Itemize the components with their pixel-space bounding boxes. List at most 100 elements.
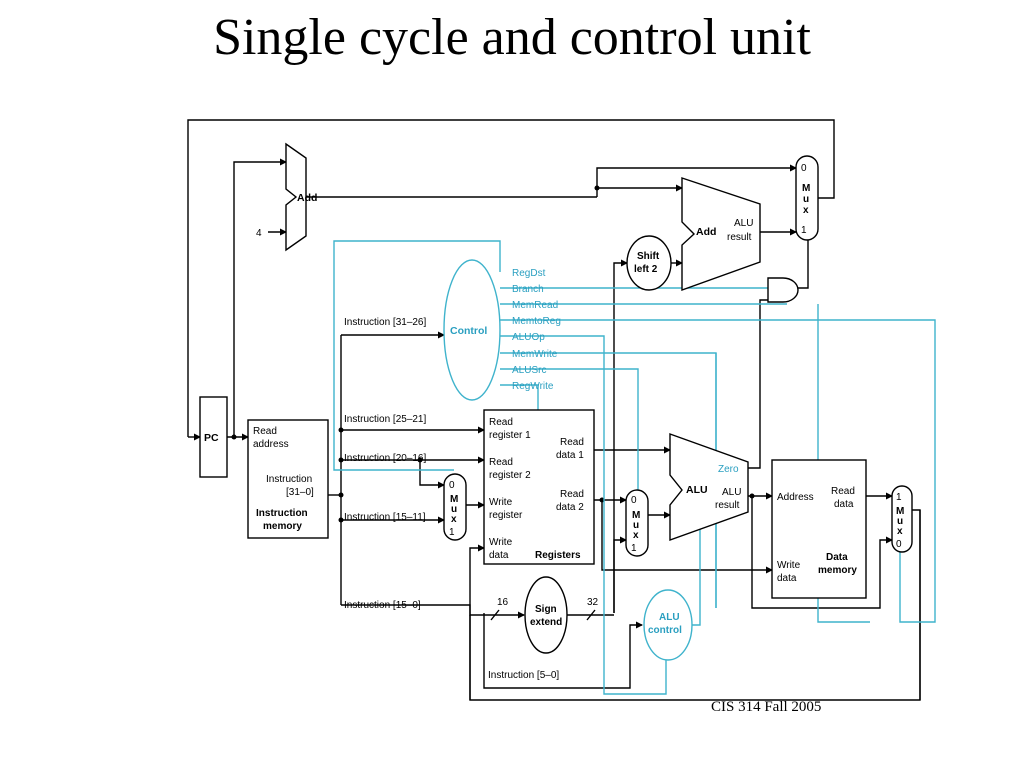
mux-alusrc: 0 M u x 1 <box>625 489 649 557</box>
signal-memwrite: MemWrite <box>512 349 558 360</box>
svg-text:M: M <box>802 183 810 194</box>
svg-text:address: address <box>253 439 289 450</box>
svg-text:register: register <box>489 510 523 521</box>
svg-text:1: 1 <box>801 225 807 236</box>
svg-text:0: 0 <box>896 539 902 550</box>
signal-aluop: ALUOp <box>512 332 545 343</box>
svg-text:u: u <box>897 516 903 527</box>
signal-regwrite: RegWrite <box>512 381 554 392</box>
svg-text:u: u <box>803 194 809 205</box>
svg-text:M: M <box>896 506 904 517</box>
svg-text:memory: memory <box>818 565 857 576</box>
alu-zero-label: Zero <box>718 464 739 475</box>
const-four: 4 <box>256 228 262 239</box>
adder-branch-result-2: result <box>727 232 752 243</box>
svg-text:0: 0 <box>449 480 455 491</box>
field-31-26: Instruction [31–26] <box>344 317 426 328</box>
svg-text:extend: extend <box>530 617 562 628</box>
svg-text:x: x <box>451 514 457 525</box>
mux-pc: 0 M u x 1 <box>795 155 819 241</box>
svg-text:x: x <box>633 530 639 541</box>
and-gate <box>767 277 799 303</box>
svg-text:0: 0 <box>631 495 637 506</box>
data-memory: Address Read data Write data Data memory <box>771 459 867 599</box>
svg-text:PC: PC <box>204 432 219 444</box>
svg-text:Write: Write <box>777 560 801 571</box>
svg-text:control: control <box>648 625 682 636</box>
field-15-11: Instruction [15–11] <box>344 512 426 523</box>
control-wires <box>333 240 936 695</box>
svg-text:M: M <box>450 494 458 505</box>
svg-text:Read: Read <box>831 486 855 497</box>
svg-text:Sign: Sign <box>535 604 557 615</box>
svg-text:Read: Read <box>253 426 277 437</box>
datapath-wires <box>187 119 921 701</box>
adder-branch: Add ALU result <box>681 177 761 291</box>
svg-text:M: M <box>632 510 640 521</box>
svg-text:left 2: left 2 <box>634 264 658 275</box>
svg-text:0: 0 <box>801 163 807 174</box>
signal-regdst: RegDst <box>512 268 546 279</box>
svg-text:1: 1 <box>449 527 455 538</box>
svg-text:data: data <box>834 499 854 510</box>
shift-left-2: Shift left 2 <box>626 235 672 291</box>
field-15-0: Instruction [15–0] <box>344 600 421 611</box>
svg-text:Read: Read <box>489 457 513 468</box>
adder-branch-result-1: ALU <box>734 218 753 229</box>
svg-text:result: result <box>715 500 740 511</box>
svg-text:Read: Read <box>489 417 513 428</box>
svg-text:Read: Read <box>560 437 584 448</box>
sign-extend-out-width: 32 <box>587 597 599 608</box>
instruction-memory: Read address Instruction [31–0] Instruct… <box>247 419 329 539</box>
svg-text:Write: Write <box>489 537 513 548</box>
svg-text:Control: Control <box>450 325 487 337</box>
svg-text:x: x <box>897 526 903 537</box>
svg-text:Write: Write <box>489 497 513 508</box>
signal-memread: MemRead <box>512 300 558 311</box>
adder-top: Add <box>285 142 317 252</box>
control-signal-labels: RegDst Branch MemRead MemtoReg ALUOp Mem… <box>512 268 561 392</box>
svg-text:register 2: register 2 <box>489 470 531 481</box>
signal-alusrc: ALUSrc <box>512 365 546 376</box>
slide-footer: CIS 314 Fall 2005 <box>711 699 822 715</box>
svg-text:register 1: register 1 <box>489 430 531 441</box>
svg-text:1: 1 <box>896 492 902 503</box>
svg-text:data: data <box>489 550 509 561</box>
control-unit: Control <box>443 259 501 401</box>
svg-text:u: u <box>451 504 457 515</box>
svg-text:Registers: Registers <box>535 550 581 561</box>
slide-title: Single cycle and control unit <box>213 9 811 66</box>
svg-text:ALU: ALU <box>686 484 708 496</box>
pc-register: PC <box>199 396 228 478</box>
mux-memtoreg: 1 M u x 0 <box>891 485 913 553</box>
svg-text:Instruction: Instruction <box>266 474 312 485</box>
field-5-0: Instruction [5–0] <box>488 670 559 681</box>
svg-text:u: u <box>633 520 639 531</box>
sign-extend-in-width: 16 <box>497 597 509 608</box>
field-20-16: Instruction [20–16] <box>344 453 426 464</box>
svg-text:Address: Address <box>777 492 814 503</box>
svg-text:memory: memory <box>263 521 302 532</box>
register-file: Read register 1 Read register 2 Write re… <box>483 409 595 565</box>
sign-extend: Sign extend <box>524 576 568 654</box>
svg-text:x: x <box>803 205 809 216</box>
svg-text:ALU: ALU <box>659 612 680 623</box>
instruction-field-labels: Instruction [31–26] Instruction [25–21] … <box>344 317 559 681</box>
alu: ALU Zero ALU result <box>669 433 749 541</box>
adder-top-label: Add <box>297 192 317 204</box>
field-25-21: Instruction [25–21] <box>344 414 426 425</box>
svg-text:Shift: Shift <box>637 251 660 262</box>
mux-regdst: 0 M u x 1 <box>443 473 467 541</box>
svg-text:data: data <box>777 573 797 584</box>
adder-branch-label: Add <box>696 226 716 238</box>
svg-text:Instruction: Instruction <box>256 508 308 519</box>
svg-text:[31–0]: [31–0] <box>286 487 314 498</box>
svg-text:1: 1 <box>631 543 637 554</box>
svg-text:data 1: data 1 <box>556 450 584 461</box>
svg-text:Read: Read <box>560 489 584 500</box>
signal-branch: Branch <box>512 284 544 295</box>
svg-text:Data: Data <box>826 552 848 563</box>
signal-memtoreg: MemtoReg <box>512 316 561 327</box>
alu-control: ALU control <box>643 589 693 661</box>
